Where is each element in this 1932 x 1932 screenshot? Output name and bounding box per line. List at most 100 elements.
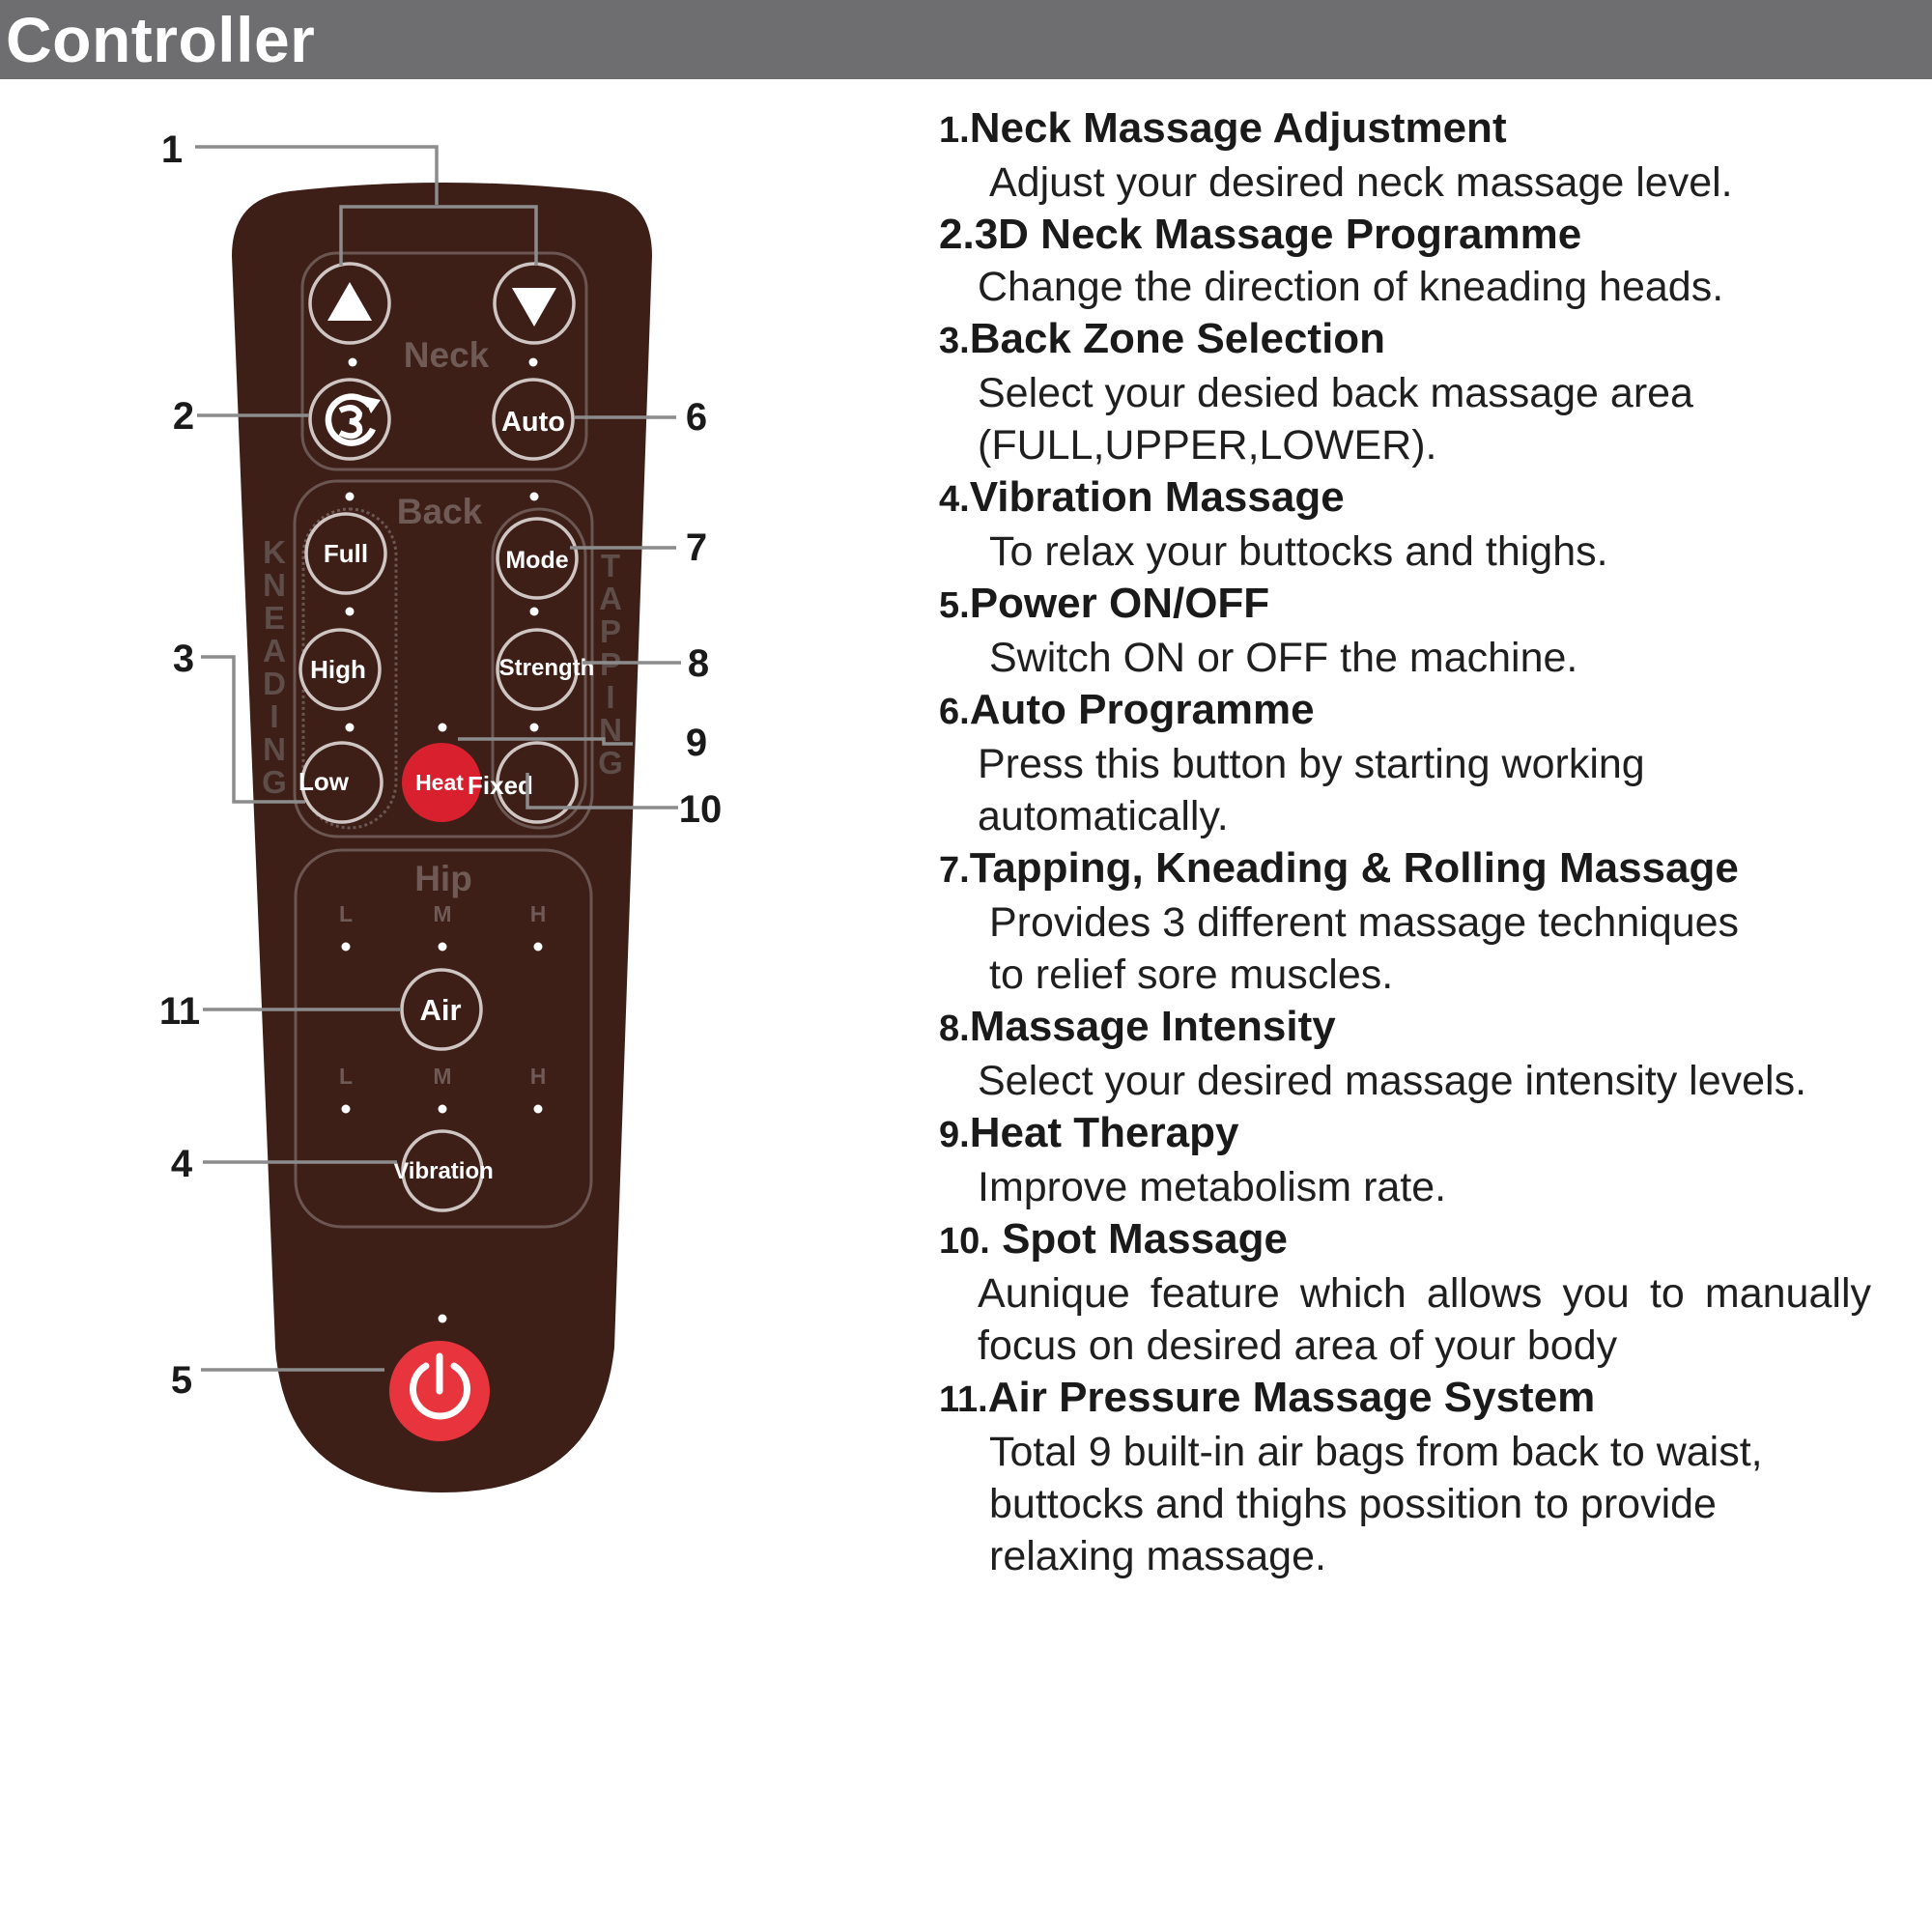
feature-item: 7.Tapping, Kneading & Rolling Massage Pr… bbox=[939, 842, 1881, 1001]
power-button[interactable] bbox=[389, 1341, 490, 1441]
feature-title: Auto Programme bbox=[970, 686, 1315, 733]
neck-section-label: Neck bbox=[404, 335, 490, 375]
fixed-label: Fixed bbox=[468, 771, 533, 800]
indicator-dot bbox=[349, 358, 357, 367]
feature-description: Change the direction of kneading heads. bbox=[939, 261, 1881, 313]
indicator-dot bbox=[342, 943, 351, 952]
strength-label: Strength bbox=[499, 655, 595, 681]
feature-item: 8.Massage Intensity Select your desired … bbox=[939, 1001, 1881, 1107]
callout-number: 4 bbox=[171, 1143, 193, 1185]
level-label: M bbox=[433, 901, 451, 926]
feature-title: Vibration Massage bbox=[970, 473, 1345, 521]
indicator-dot bbox=[530, 493, 539, 501]
hip-section-label: Hip bbox=[414, 859, 472, 898]
level-label: H bbox=[530, 1064, 547, 1089]
feature-description: Press this button by starting working au… bbox=[939, 738, 1881, 842]
feature-title: Power ON/OFF bbox=[970, 580, 1269, 627]
indicator-dot bbox=[346, 608, 355, 616]
feature-description: Select your desied back massage area (FU… bbox=[939, 367, 1881, 471]
feature-item: 6.Auto Programme Press this button by st… bbox=[939, 684, 1881, 842]
indicator-dot bbox=[439, 1105, 447, 1114]
feature-number: 11. bbox=[939, 1379, 988, 1420]
feature-description: Provides 3 different massage techniques … bbox=[939, 896, 1881, 1001]
feature-heading: 8.Massage Intensity bbox=[939, 1001, 1881, 1055]
feature-title: Spot Massage bbox=[1002, 1215, 1288, 1263]
level-label: L bbox=[339, 901, 353, 926]
feature-heading: 9.Heat Therapy bbox=[939, 1107, 1881, 1161]
feature-description: Select your desired massage intensity le… bbox=[939, 1055, 1881, 1107]
feature-number: 3. bbox=[939, 321, 970, 361]
callout-number: 5 bbox=[171, 1359, 192, 1402]
indicator-dot bbox=[439, 724, 447, 732]
feature-heading: 2.3D Neck Massage Programme bbox=[939, 209, 1881, 261]
indicator-dot bbox=[439, 943, 447, 952]
feature-description: Adjust your desired neck massage level. bbox=[939, 156, 1881, 209]
feature-description: Total 9 built-in air bags from back to w… bbox=[939, 1426, 1881, 1582]
vibration-label: Vibration bbox=[393, 1158, 494, 1184]
mode-button[interactable]: Mode bbox=[497, 519, 577, 598]
feature-title: Tapping, Kneading & Rolling Massage bbox=[970, 844, 1739, 892]
feature-title: Neck Massage Adjustment bbox=[970, 104, 1507, 152]
feature-heading: 7.Tapping, Kneading & Rolling Massage bbox=[939, 842, 1881, 896]
full-label: Full bbox=[324, 539, 368, 568]
feature-item: 10. Spot Massage Aunique feature which a… bbox=[939, 1213, 1881, 1372]
callout-number: 9 bbox=[686, 722, 707, 764]
callout-number: 2 bbox=[173, 395, 194, 438]
low-label: Low bbox=[298, 767, 350, 796]
feature-heading: 11.Air Pressure Massage System bbox=[939, 1372, 1881, 1426]
feature-item: 5.Power ON/OFF Switch ON or OFF the mach… bbox=[939, 578, 1881, 684]
air-button[interactable]: Air bbox=[402, 970, 481, 1049]
indicator-dot bbox=[530, 724, 539, 732]
feature-item: 4.Vibration Massage To relax your buttoc… bbox=[939, 471, 1881, 578]
3d-neck-button[interactable] bbox=[310, 380, 389, 459]
feature-item: 3.Back Zone Selection Select your desied… bbox=[939, 313, 1881, 471]
heat-label: Heat bbox=[415, 770, 464, 795]
auto-button[interactable]: Auto bbox=[494, 380, 573, 459]
kneading-label: KNEADING bbox=[257, 534, 293, 797]
neck-up-button[interactable] bbox=[310, 264, 389, 343]
feature-heading: 4.Vibration Massage bbox=[939, 471, 1881, 526]
feature-heading: 3.Back Zone Selection bbox=[939, 313, 1881, 367]
neck-down-button[interactable] bbox=[495, 264, 574, 343]
feature-description: Aunique feature which allows you to manu… bbox=[939, 1267, 1881, 1372]
feature-number: 6. bbox=[939, 692, 970, 732]
indicator-dot bbox=[346, 724, 355, 732]
auto-label: Auto bbox=[501, 407, 565, 438]
feature-heading: 5.Power ON/OFF bbox=[939, 578, 1881, 632]
feature-description: To relax your buttocks and thighs. bbox=[939, 526, 1881, 578]
feature-item: 1.Neck Massage Adjustment Adjust your de… bbox=[939, 102, 1881, 209]
feature-description: Improve metabolism rate. bbox=[939, 1161, 1881, 1213]
feature-number: 4. bbox=[939, 479, 970, 520]
back-section-label: Back bbox=[397, 492, 483, 531]
feature-number: 10. bbox=[939, 1221, 990, 1262]
callout-number: 8 bbox=[688, 642, 709, 685]
mode-label: Mode bbox=[505, 547, 568, 574]
feature-heading: 6.Auto Programme bbox=[939, 684, 1881, 738]
callout-number: 7 bbox=[686, 526, 707, 569]
feature-heading: 1.Neck Massage Adjustment bbox=[939, 102, 1881, 156]
level-label: H bbox=[530, 901, 547, 926]
feature-title: Heat Therapy bbox=[970, 1109, 1239, 1156]
feature-item: 11.Air Pressure Massage System Total 9 b… bbox=[939, 1372, 1881, 1582]
full-button[interactable]: Full bbox=[306, 514, 385, 593]
feature-number: 8. bbox=[939, 1009, 970, 1049]
feature-number: 7. bbox=[939, 850, 970, 891]
callout-number: 3 bbox=[173, 638, 194, 680]
high-button[interactable]: High bbox=[300, 630, 380, 709]
feature-title: Back Zone Selection bbox=[970, 315, 1385, 362]
feature-title: 3D Neck Massage Programme bbox=[975, 211, 1582, 258]
level-label: L bbox=[339, 1064, 353, 1089]
high-label: High bbox=[310, 655, 366, 684]
feature-title: Air Pressure Massage System bbox=[988, 1374, 1596, 1421]
feature-description: Switch ON or OFF the machine. bbox=[939, 632, 1881, 684]
feature-heading: 10. Spot Massage bbox=[939, 1213, 1881, 1267]
indicator-dot bbox=[342, 1105, 351, 1114]
indicator-dot bbox=[346, 493, 355, 501]
indicator-dot bbox=[530, 608, 539, 616]
indicator-dot bbox=[534, 1105, 543, 1114]
callout-number: 11 bbox=[159, 990, 200, 1033]
feature-item: 2.3D Neck Massage Programme Change the d… bbox=[939, 209, 1881, 313]
feature-list: 1.Neck Massage Adjustment Adjust your de… bbox=[939, 102, 1881, 1582]
callout-number: 10 bbox=[679, 788, 723, 831]
feature-item: 9.Heat Therapy Improve metabolism rate. bbox=[939, 1107, 1881, 1213]
